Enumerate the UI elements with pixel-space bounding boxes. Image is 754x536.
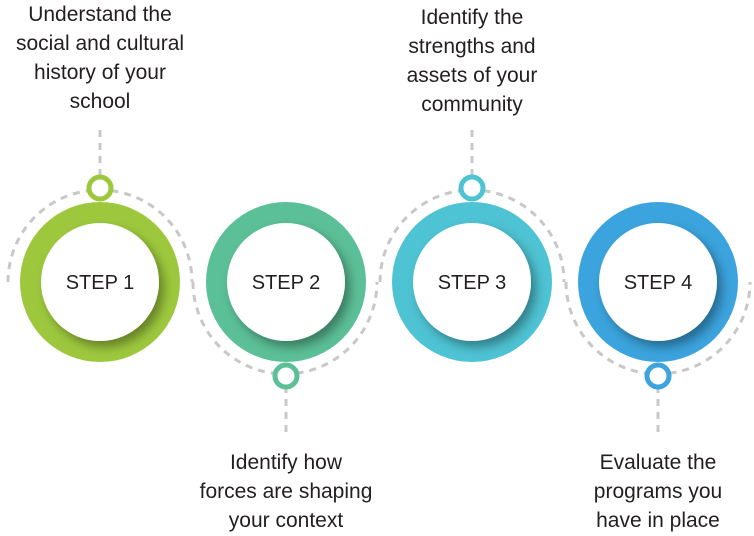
step-2-caption-line: your context [228,509,344,532]
step-3-caption: Identify the strengths and assets of you… [362,3,582,119]
step-1-label: STEP 1 [66,272,135,294]
step-4-caption: Evaluate the programs you have in place [548,448,754,535]
step-3-caption-line: strengths and [408,35,536,58]
step-3-caption-line: Identify the [420,6,524,29]
step-2-caption-line: Identify how [229,451,343,474]
step-2-caption-line: forces are shaping [199,480,373,503]
step-1-connector-dot [86,174,114,202]
step-4-inner-circle [599,223,717,341]
step-1-caption: Understand the social and cultural histo… [0,0,210,116]
step-1-node: STEP 1 [20,174,180,362]
step-3-node: STEP 3 [392,174,552,362]
step-1-caption-line: social and cultural [15,32,185,55]
step-3-caption-line: assets of your [406,64,538,87]
step-4-label: STEP 4 [624,272,693,294]
step-3-caption-line: community [421,93,523,116]
step-1-inner-circle [41,223,159,341]
step-1-caption-line: Understand the [28,3,172,26]
step-4-caption-line: have in place [596,509,720,532]
step-2-inner-circle [227,223,345,341]
step-4-connector-dot [644,362,672,390]
step-2-caption: Identify how forces are shaping your con… [176,448,396,535]
step-3-inner-circle [413,223,531,341]
caption-leaders [98,130,660,436]
step-2-connector-dot [272,362,300,390]
step-4-caption-line: Evaluate the [599,451,717,474]
step-3-connector-dot [458,174,486,202]
step-1-caption-line: history of your [34,61,166,84]
step-2-node: STEP 2 [206,202,366,390]
step-1-caption-line: school [69,90,131,113]
step-3-label: STEP 3 [438,272,507,294]
step-2-label: STEP 2 [252,272,321,294]
step-4-caption-line: programs you [593,480,723,503]
step-4-node: STEP 4 [578,202,738,390]
